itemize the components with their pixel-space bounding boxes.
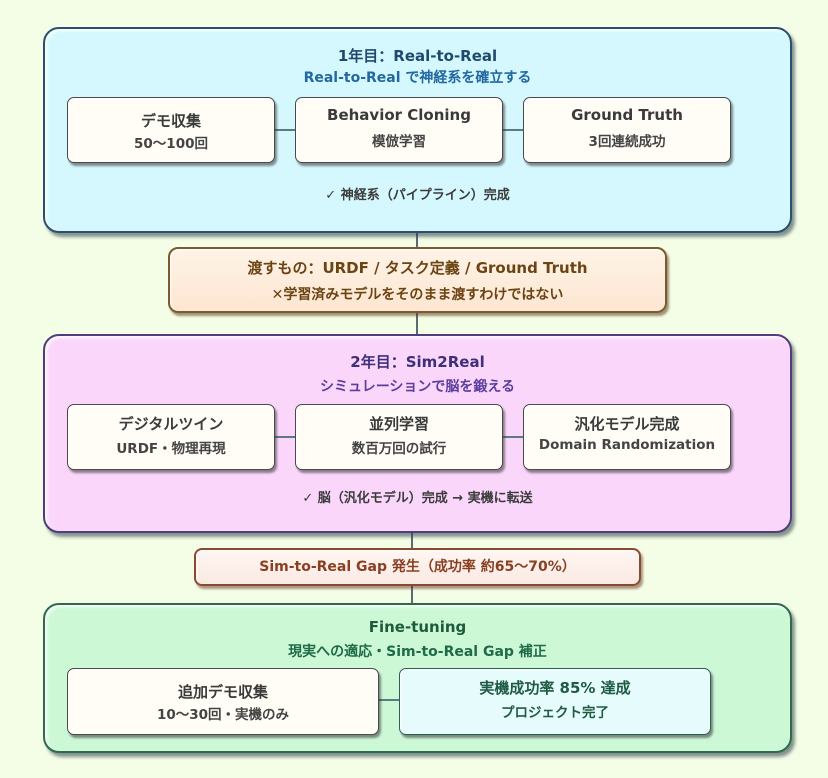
step-title: Behavior Cloning bbox=[327, 106, 471, 124]
phase3-step-additional-demos: 追加デモ収集 10〜30回・実機のみ bbox=[67, 668, 379, 735]
step-detail: Domain Randomization bbox=[538, 437, 716, 453]
sim-to-real-gap-box: Sim-to-Real Gap 発生（成功率 約65〜70%） bbox=[194, 548, 641, 586]
phase2-section: 2年目：Sim2Real シミュレーションで脳を鍛える デジタルツイン URDF… bbox=[43, 334, 792, 533]
phase2-step-digital-twin: デジタルツイン URDF・物理再現 bbox=[67, 404, 275, 470]
phase2-result: ✓ 脳（汎化モデル）完成 → 実機に転送 bbox=[302, 491, 533, 506]
step-title: 実機成功率 85% 達成 bbox=[479, 679, 631, 697]
connector-step1-step2 bbox=[275, 436, 297, 438]
step-title: 並列学習 bbox=[368, 415, 429, 433]
phase2-step-generalized-model: 汎化モデル完成 Domain Randomization bbox=[523, 404, 731, 470]
connector-phase1-handoff bbox=[416, 233, 418, 247]
phase2-subtitle: シミュレーションで脳を鍛える bbox=[319, 379, 516, 395]
connector-handoff-phase2 bbox=[416, 313, 418, 334]
step-detail: 数百万回の試行 bbox=[351, 441, 447, 457]
phase3-title: Fine-tuning bbox=[368, 618, 467, 636]
phase3-section: Fine-tuning 現実への適応・Sim-to-Real Gap 補正 追加… bbox=[43, 603, 792, 753]
phase1-subtitle: Real-to-Real で神経系を確立する bbox=[303, 70, 532, 86]
step-detail: 模倣学習 bbox=[372, 134, 426, 150]
connector-step2-step3 bbox=[503, 129, 525, 131]
connector-step1-step2 bbox=[378, 699, 402, 701]
handoff-box: 渡すもの：URDF / タスク定義 / Ground Truth ✕学習済みモデ… bbox=[168, 247, 667, 313]
phase3-subtitle: 現実への適応・Sim-to-Real Gap 補正 bbox=[288, 644, 547, 660]
phase2-step-parallel-learning: 並列学習 数百万回の試行 bbox=[295, 404, 503, 470]
connector-step2-step3 bbox=[503, 436, 525, 438]
phase1-section: 1年目：Real-to-Real Real-to-Real で神経系を確立する … bbox=[43, 27, 792, 233]
phase1-result: ✓ 神経系（パイプライン）完成 bbox=[325, 188, 510, 203]
step-title: デモ収集 bbox=[140, 112, 201, 130]
step-title: デジタルツイン bbox=[118, 415, 224, 433]
step-title: Ground Truth bbox=[571, 106, 683, 124]
handoff-note: ✕学習済みモデルをそのまま渡すわけではない bbox=[271, 287, 564, 303]
step-detail: 10〜30回・実機のみ bbox=[156, 707, 290, 723]
connector-gap-phase3 bbox=[411, 586, 413, 603]
phase2-title: 2年目：Sim2Real bbox=[350, 353, 485, 371]
connector-phase2-gap bbox=[411, 533, 413, 548]
step-detail: 50〜100回 bbox=[134, 136, 208, 152]
phase1-step-ground-truth: Ground Truth 3回連続成功 bbox=[523, 97, 731, 163]
phase1-step-behavior-cloning: Behavior Cloning 模倣学習 bbox=[295, 97, 503, 163]
phase3-step-project-complete: 実機成功率 85% 達成 プロジェクト完了 bbox=[399, 668, 711, 735]
step-detail: プロジェクト完了 bbox=[501, 705, 609, 721]
step-detail: 3回連続成功 bbox=[588, 134, 666, 150]
step-title: 追加デモ収集 bbox=[177, 683, 268, 701]
connector-step1-step2 bbox=[275, 129, 297, 131]
step-detail: URDF・物理再現 bbox=[116, 441, 226, 457]
phase1-title: 1年目：Real-to-Real bbox=[337, 47, 498, 65]
handoff-items: 渡すもの：URDF / タスク定義 / Ground Truth bbox=[247, 259, 588, 277]
step-title: 汎化モデル完成 bbox=[574, 415, 680, 433]
phase1-step-demo-collection: デモ収集 50〜100回 bbox=[67, 97, 275, 163]
